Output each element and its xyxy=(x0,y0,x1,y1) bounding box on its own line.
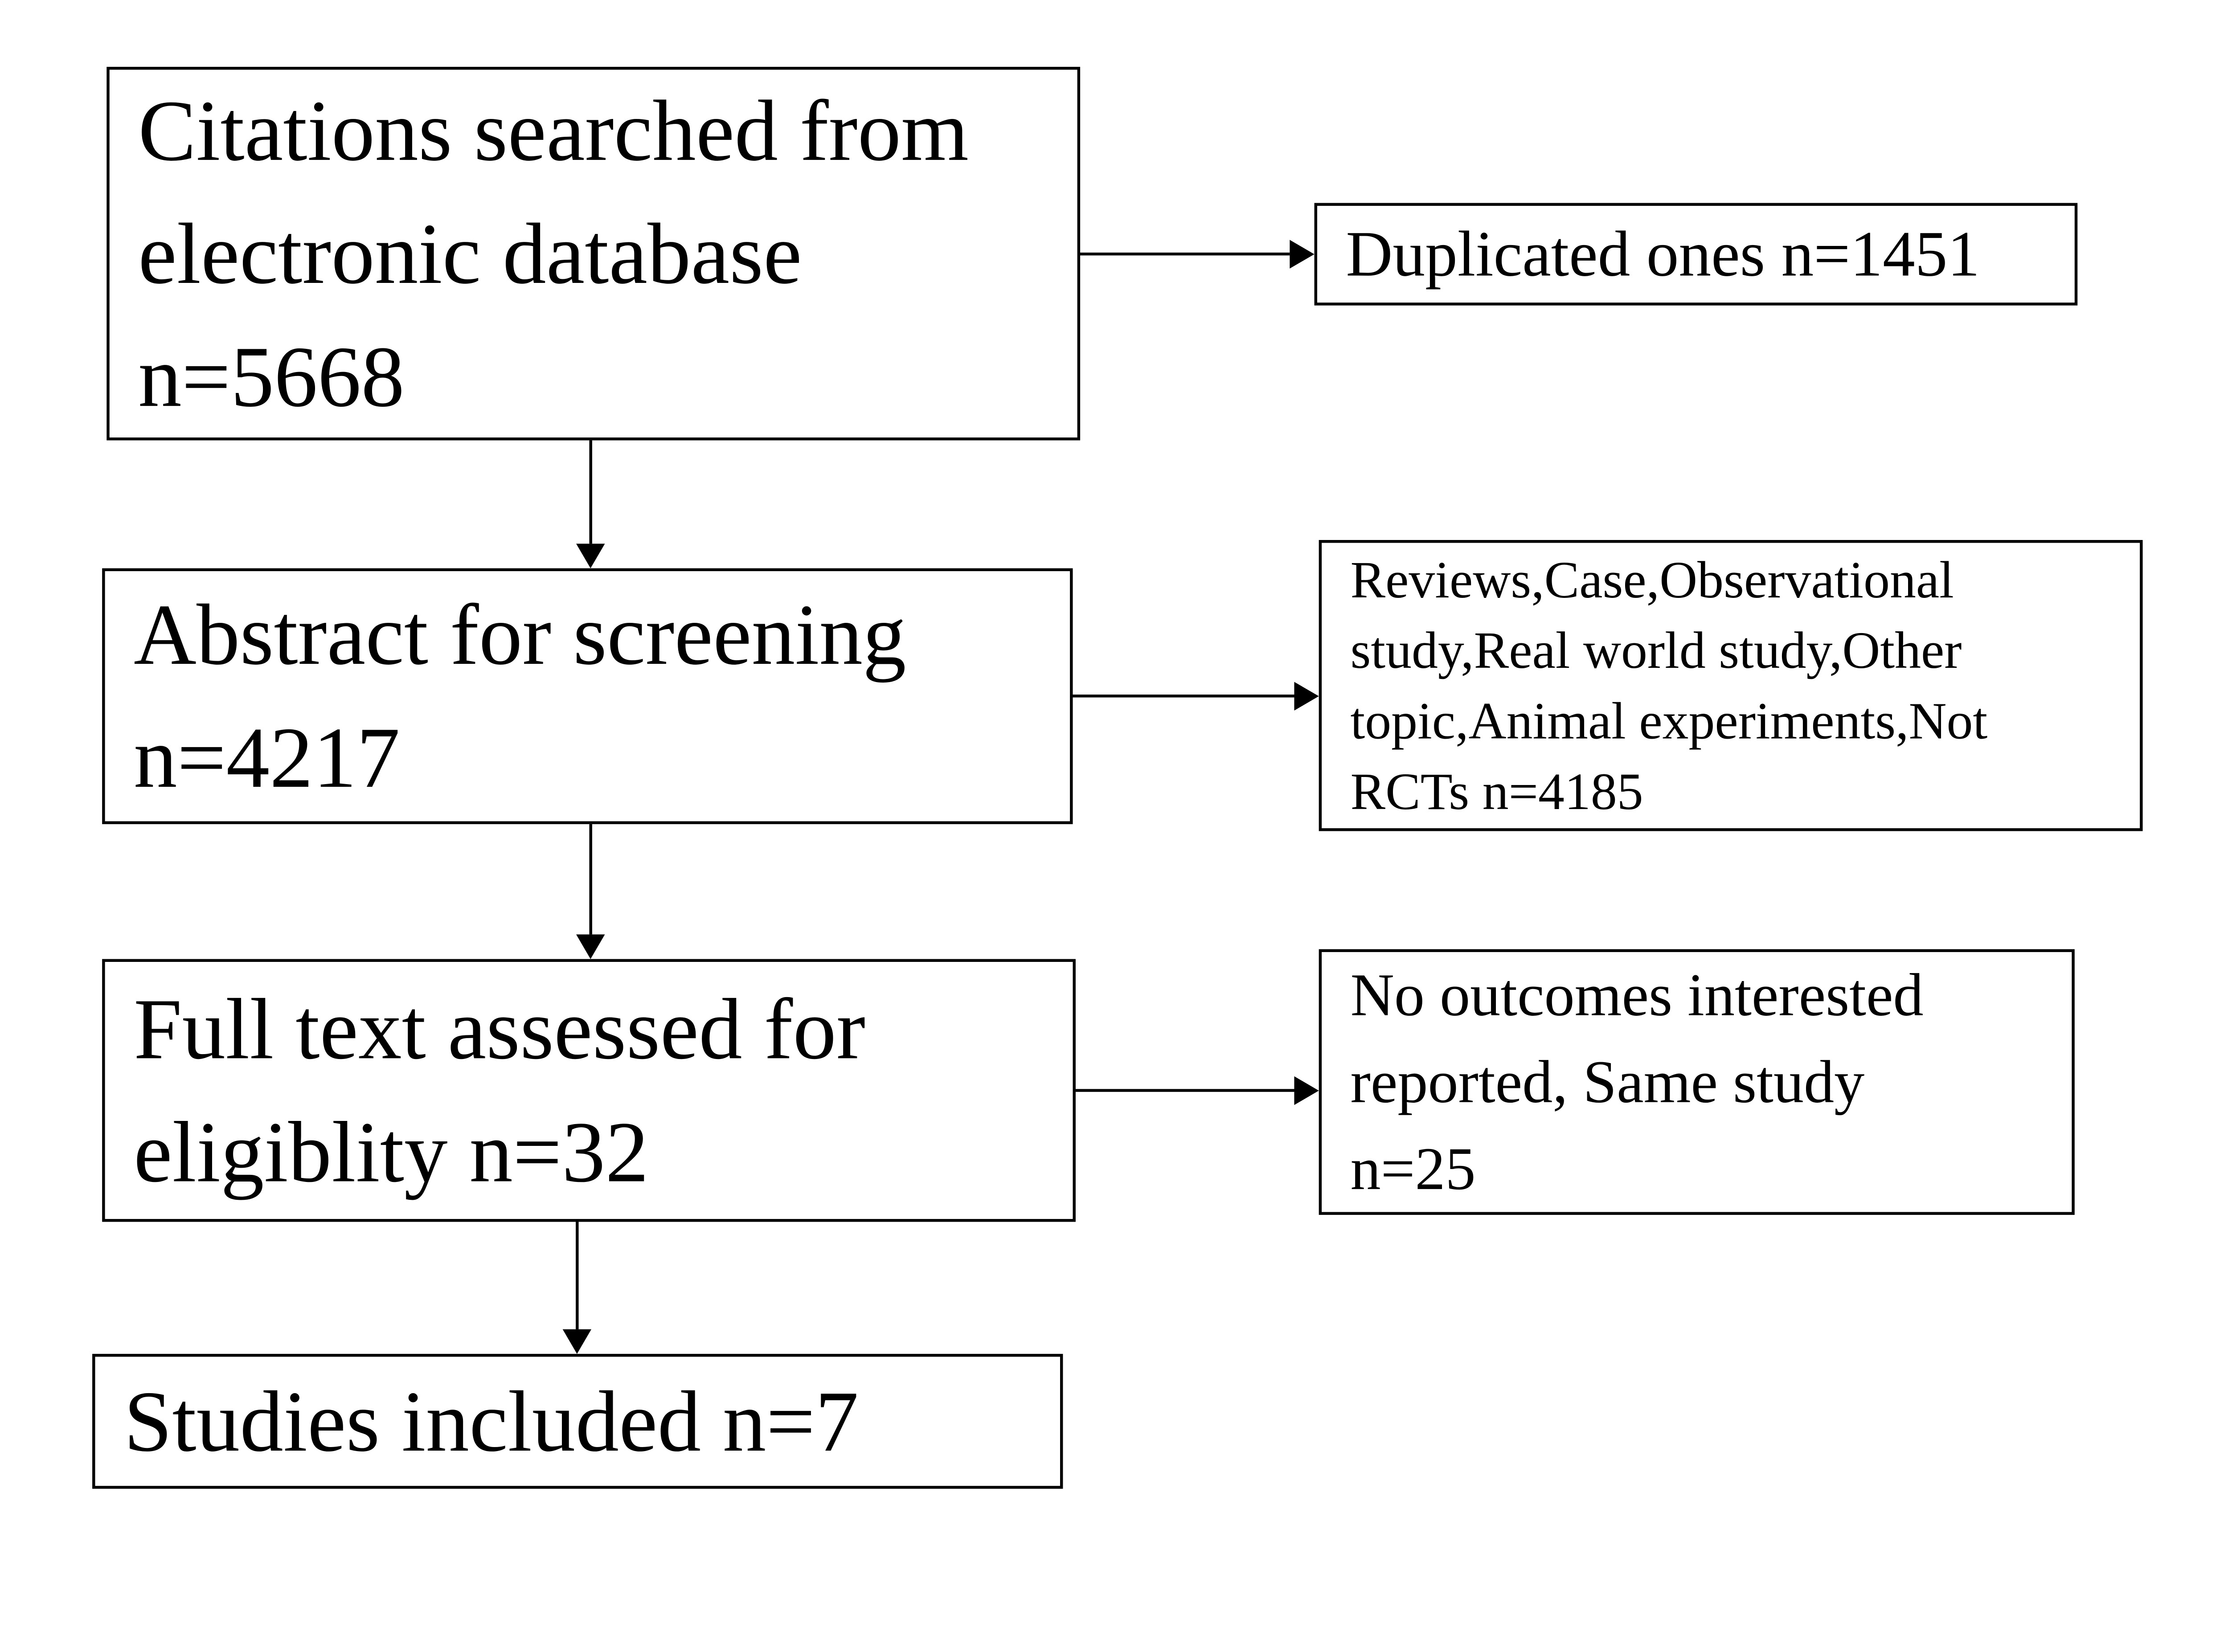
box-fulltext-excluded-text: No outcomes interested reported, Same st… xyxy=(1350,961,1924,1203)
arrow-shaft xyxy=(1075,1089,1294,1092)
box-citations-searched: Citations searched from electronic datab… xyxy=(106,67,1081,441)
arrowhead-down-icon xyxy=(576,934,605,959)
arrowhead-down-icon xyxy=(562,1329,592,1354)
box-fulltext-excluded-reasons: No outcomes interested reported, Same st… xyxy=(1319,949,2075,1215)
arrowhead-down-icon xyxy=(576,544,605,568)
box-fulltext-text: Full text assessed for eligiblity n=32 xyxy=(134,980,865,1200)
box-abstract-excluded-text: Reviews,Case,Observational study,Real wo… xyxy=(1350,550,1988,821)
box-abstract-screening: Abstract for screening n=4217 xyxy=(102,568,1073,824)
study-selection-flow-diagram: Citations searched from electronic datab… xyxy=(92,67,2143,1489)
box-abstract-text: Abstract for screening n=4217 xyxy=(134,586,906,806)
arrow-shaft xyxy=(589,824,592,935)
box-studies-included: Studies included n=7 xyxy=(92,1353,1063,1489)
arrow-shaft xyxy=(589,440,592,544)
arrowhead-right-icon xyxy=(1294,1076,1319,1105)
arrow-shaft xyxy=(1073,694,1294,698)
box-citations-text: Citations searched from electronic datab… xyxy=(138,82,969,425)
arrow-shaft xyxy=(1080,252,1290,256)
arrowhead-right-icon xyxy=(1290,240,1315,269)
arrow-shaft xyxy=(576,1222,579,1329)
box-included-text: Studies included n=7 xyxy=(123,1373,859,1469)
box-duplicated-excluded: Duplicated ones n=1451 xyxy=(1314,203,2078,306)
box-duplicated-text: Duplicated ones n=1451 xyxy=(1346,218,1980,290)
box-abstract-excluded-reasons: Reviews,Case,Observational study,Real wo… xyxy=(1319,540,2143,831)
arrowhead-right-icon xyxy=(1294,682,1319,711)
box-fulltext-eligibility: Full text assessed for eligiblity n=32 xyxy=(102,959,1076,1222)
